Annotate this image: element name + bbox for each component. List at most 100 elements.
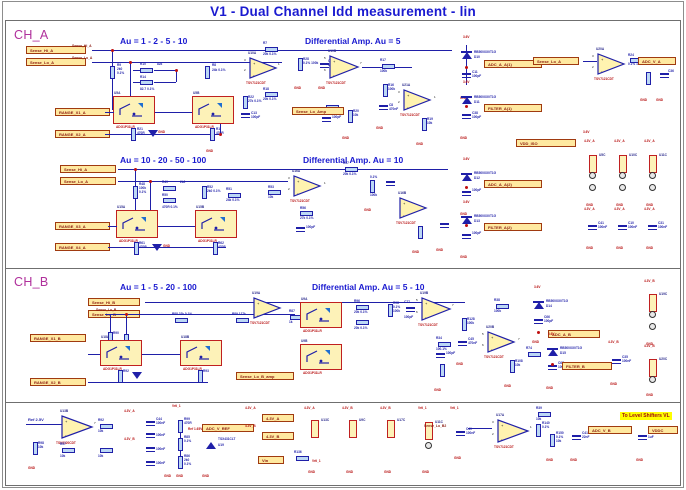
opamp-u10a[interactable]: + -	[248, 56, 278, 80]
port-sense-hi-b[interactable]: Sense_Hi_B	[88, 298, 140, 306]
port-adc-v-a[interactable]: ADC_V_A	[638, 57, 676, 65]
port-adc-a-b[interactable]: ADC_A_B	[548, 330, 600, 338]
resistor-r57	[345, 167, 358, 172]
diode-d15	[548, 349, 558, 356]
port-filter-a-2[interactable]: FILTER_A(2)	[484, 223, 542, 231]
port-range-x1-b[interactable]: RANGE_X1_B	[30, 334, 86, 342]
switch-u9a-glyph	[306, 308, 330, 322]
svg-text:-: -	[65, 432, 67, 437]
resistor-r38	[496, 304, 509, 309]
port-filter-a-1[interactable]: FILTER_A(1)	[484, 104, 542, 112]
switch-u15a-glyph	[122, 217, 146, 231]
wire-sense-lo-a-bus	[92, 62, 282, 63]
port-sense-lo-a-2[interactable]: Sense_Lo_A	[60, 177, 116, 185]
port-sense-hi-a[interactable]: Sense_Hi_A	[26, 46, 86, 54]
port-sense-lo-amp[interactable]: Sense_Lo_Amp	[292, 107, 344, 115]
opamp-u16b[interactable]: + -	[398, 196, 428, 220]
caption-ch-b-gain-1: Au = 1 - 5 - 20 - 100	[120, 282, 197, 292]
svg-text:+: +	[425, 301, 428, 306]
capacitor-c8	[379, 104, 388, 111]
note-level-shifters: To Level Shifters VL	[620, 412, 672, 420]
port-43v-b[interactable]: 4.3V_B	[262, 432, 294, 440]
resistor-r53	[268, 190, 281, 195]
port-vddc[interactable]: VDDC	[648, 426, 678, 434]
svg-text:+: +	[491, 335, 494, 340]
capacitor-c7	[320, 62, 329, 69]
opamp-u20b[interactable]: + -	[486, 330, 516, 354]
svg-text:-: -	[425, 314, 427, 319]
opamp-u13b[interactable]: + -	[60, 414, 94, 440]
svg-text:+: +	[333, 59, 336, 64]
svg-text:-: -	[407, 104, 409, 109]
port-range-x1-a[interactable]: RANGE_X1_A	[55, 108, 110, 116]
svg-text:-: -	[501, 436, 503, 441]
resistor-r28	[298, 58, 303, 71]
resistor-r19	[422, 118, 427, 131]
resistor-r51	[228, 193, 241, 198]
opamp-u10b[interactable]: + -	[328, 54, 360, 80]
resistor-r18	[265, 92, 278, 97]
port-filter-b[interactable]: FILTER_B	[562, 362, 612, 370]
opamp-u16a[interactable]: + -	[292, 174, 322, 198]
resistor-r88	[175, 318, 188, 323]
netname-sense-lo-b2: Sense_Lo_B2	[424, 424, 447, 428]
resistor-r7	[265, 47, 278, 52]
svg-text:+: +	[601, 57, 604, 62]
resistor-r92	[118, 370, 123, 383]
port-adc-a-a-2[interactable]: ADC_A_A(2)	[484, 180, 542, 188]
svg-text:-: -	[601, 68, 603, 73]
port-sense-hi-a-2[interactable]: Sense_Hi_A	[60, 165, 116, 173]
opamp-u21a[interactable]: + -	[402, 88, 432, 112]
port-43v-a[interactable]: 4.3V_A	[262, 414, 294, 422]
bead-u17c	[387, 420, 395, 438]
svg-text:+: +	[297, 179, 300, 184]
switch-u18b-glyph	[186, 346, 210, 360]
netname-sense-lo-a: Sense_Lo_A	[72, 56, 93, 60]
port-range-x3-a[interactable]: RANGE_X3_A	[55, 222, 110, 230]
port-vdd-iso[interactable]: VDD_ISO	[516, 139, 576, 147]
caption-ch-a-diffamp-1: Differential Amp. Au = 5	[305, 36, 401, 46]
svg-text:-: -	[491, 346, 493, 351]
diode-d11	[462, 97, 472, 104]
bead-u5c	[589, 155, 597, 173]
resistor-r56	[300, 211, 313, 216]
opamp-u19a[interactable]: + -	[252, 296, 282, 320]
resistor-r96	[356, 305, 369, 310]
port-sense-lo-a-right[interactable]: Sense_Lo_A	[533, 57, 579, 65]
resistor-r95	[356, 320, 369, 325]
label-ref25: Ref 2.5V	[28, 417, 44, 422]
port-adc-v-b[interactable]: ADC_V_B	[588, 426, 632, 434]
port-sense-lo-a[interactable]: Sense_Lo_A	[26, 58, 86, 66]
svg-text:+: +	[257, 301, 260, 306]
port-range-x2-a[interactable]: RANGE_X2_A	[55, 130, 110, 138]
opamp-u19b[interactable]: + -	[420, 296, 452, 322]
capacitor-c11	[462, 72, 471, 79]
switch-u5a[interactable]	[113, 96, 155, 124]
resistor-r17	[382, 64, 395, 69]
opamp-u17a[interactable]: + -	[496, 418, 530, 444]
bead-u10c	[619, 155, 627, 173]
port-range-x2-b[interactable]: RANGE_X2_B	[30, 378, 86, 386]
rail-43a-2: 4.3V_A	[614, 139, 625, 143]
bead-u19c	[649, 294, 657, 312]
svg-text:+: +	[65, 419, 68, 424]
port-vin[interactable]: Vin	[258, 456, 284, 464]
capacitor-c12	[322, 116, 331, 123]
svg-text:+: +	[407, 93, 410, 98]
port-adc-v-ref[interactable]: ADC_V_REF	[202, 424, 254, 432]
label-vrtl-2: Vrtl_1	[418, 406, 427, 410]
svg-text:-: -	[253, 72, 255, 77]
svg-text:-: -	[257, 312, 259, 317]
port-range-x4-a[interactable]: RANGE_X4_A	[55, 243, 110, 251]
sheet-title-bar: V1 - Dual Channel Idd measurement - lin	[5, 2, 681, 20]
resistor-r8	[205, 66, 210, 79]
capacitor-c36	[660, 72, 669, 79]
caption-ch-a-diffamp-2: Differential Amp. Au = 10	[303, 155, 404, 165]
port-sense-lo-b-amp[interactable]: Sense_Lo_B_amp	[236, 372, 294, 380]
section-label-ch-b: CH_B	[14, 275, 49, 289]
opamp-u20a[interactable]: + -	[596, 52, 626, 76]
label-shunt-model: TSX431CLT	[218, 437, 236, 441]
caption-ch-a-gain-1: Au = 1 - 2 - 5 - 10	[120, 36, 188, 46]
resistor-r49	[163, 186, 176, 191]
